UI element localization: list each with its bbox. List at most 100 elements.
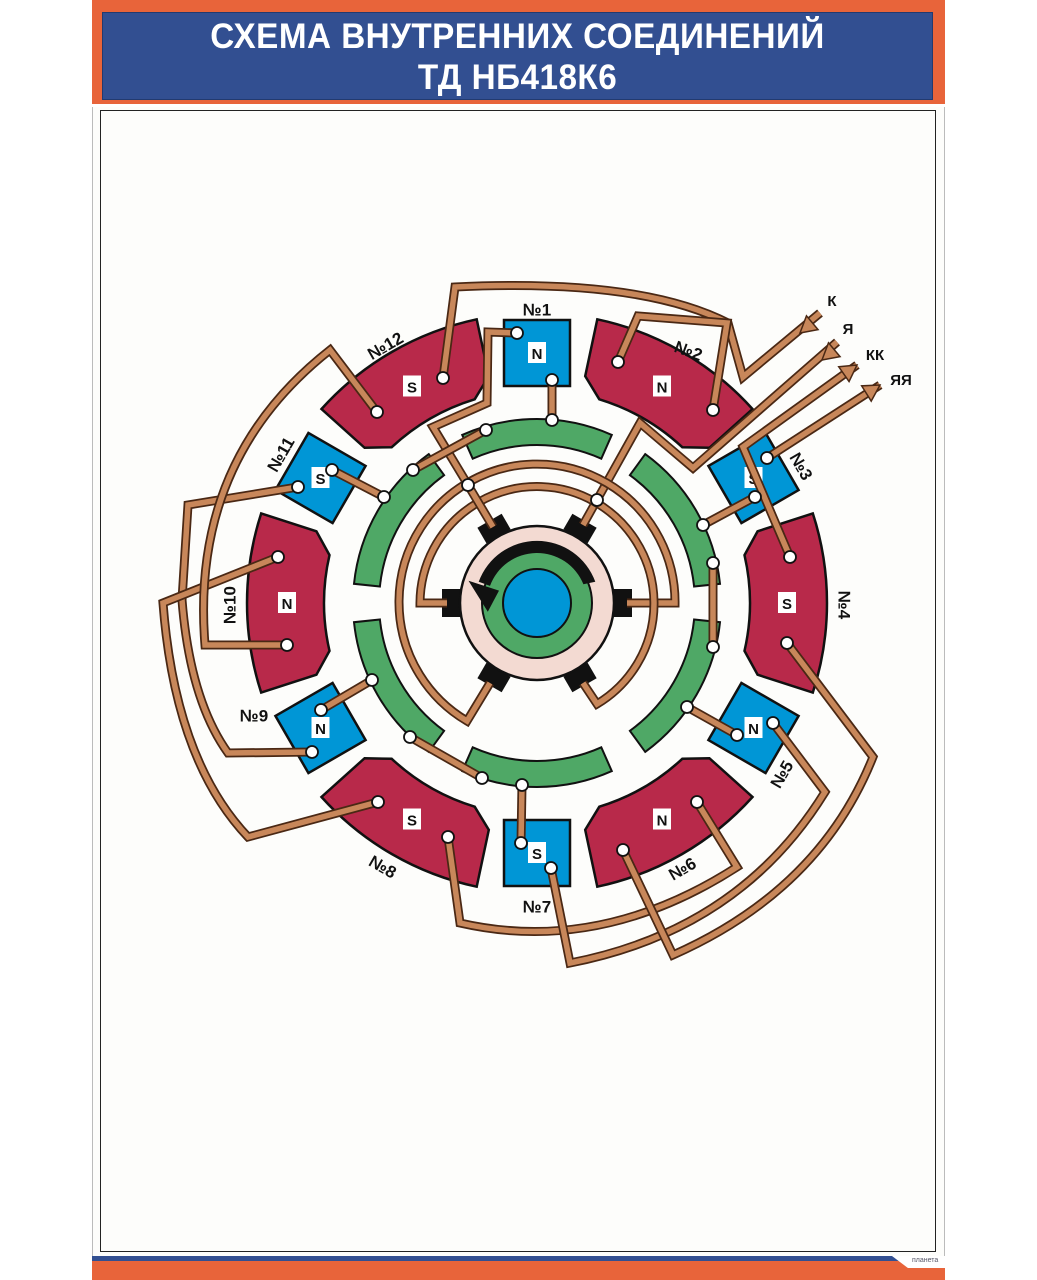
polarity-label: N — [315, 721, 326, 738]
terminal-dot — [280, 638, 294, 652]
pole-10: N — [245, 511, 331, 695]
terminal-dot — [706, 640, 720, 654]
terminal-dot — [305, 745, 319, 759]
terminal-3: КК — [837, 347, 885, 384]
title-line-1: СХЕМА ВНУТРЕННИХ СОЕДИНЕНИЙ — [210, 17, 825, 56]
terminal-dot — [590, 493, 604, 507]
rotation-arrow-icon — [478, 540, 596, 586]
compensating-winding-segment — [352, 452, 446, 588]
polarity-box — [778, 592, 796, 613]
terminal-label: ЯЯ — [890, 372, 912, 389]
brush — [442, 589, 460, 617]
bottom-blue-line — [92, 1256, 945, 1261]
pole-5: N — [706, 681, 801, 775]
polarity-box — [403, 808, 421, 830]
terminal-dot — [403, 730, 417, 744]
connecting-wire — [407, 733, 485, 782]
connecting-wire — [737, 361, 860, 559]
terminal-dots — [271, 326, 797, 875]
header-divider — [92, 104, 945, 107]
polarity-label: S — [407, 813, 417, 830]
terminal-2: Я — [820, 321, 854, 361]
terminal-dot — [515, 778, 529, 792]
terminal-arrow-icon — [837, 364, 859, 384]
compensating-winding-segment — [460, 745, 614, 788]
compensating-winding-segment — [460, 418, 614, 461]
pole-number-label: №7 — [523, 897, 551, 916]
connecting-wire — [546, 720, 831, 969]
connecting-wire — [516, 784, 527, 844]
compensating-winding-segment — [628, 452, 722, 588]
polarity-label: N — [657, 379, 668, 396]
terminal-arrow-icon — [820, 341, 842, 361]
terminal-dot — [325, 463, 339, 477]
polarity-box — [653, 808, 671, 830]
brush — [563, 513, 597, 544]
polarity-label: N — [748, 721, 759, 738]
connecting-wire — [199, 343, 381, 650]
brush — [563, 662, 597, 693]
polarity-box — [278, 592, 296, 613]
terminal-dot — [783, 550, 797, 564]
terminal-dot — [780, 636, 794, 650]
poster-header: СХЕМА ВНУТРЕННИХ СОЕДИНЕНИЙ ТД НБ418К6 — [102, 12, 933, 100]
terminal-dot — [406, 463, 420, 477]
brush — [477, 513, 511, 544]
polarity-label: S — [532, 846, 542, 863]
wires — [158, 281, 883, 969]
terminal-arrow-icon — [860, 384, 882, 403]
terminal-dot — [545, 373, 559, 387]
publisher-logo: планета — [912, 1257, 939, 1264]
terminal-dot — [544, 861, 558, 875]
output-terminals: КЯ КК ЯЯ — [798, 293, 912, 403]
pole-11: S — [273, 431, 368, 525]
connecting-wire — [410, 426, 489, 474]
polarity-label: N — [657, 813, 668, 830]
commutator — [442, 513, 632, 693]
polarity-label: N — [282, 596, 293, 613]
terminal-dot — [706, 403, 720, 417]
terminal-dot — [291, 480, 305, 494]
terminal-dot — [370, 405, 384, 419]
connecting-wire — [329, 466, 387, 501]
polarity-label: S — [782, 596, 792, 613]
terminal-dot — [730, 728, 744, 742]
terminal-dot — [314, 703, 328, 717]
terminal-dot — [766, 716, 780, 730]
terminal-dot — [371, 795, 385, 809]
connecting-wire — [158, 552, 380, 843]
brush — [614, 589, 632, 617]
terminal-dot — [475, 771, 489, 785]
terminal-1: К — [798, 293, 837, 334]
compensating-winding-segment — [628, 618, 722, 754]
polarity-box — [744, 717, 763, 738]
polarity-box — [403, 375, 421, 397]
terminal-dot — [271, 550, 285, 564]
terminal-4: ЯЯ — [860, 372, 912, 403]
terminal-label: Я — [843, 321, 854, 338]
pole-1: N — [502, 318, 572, 388]
terminal-dot — [760, 451, 774, 465]
terminal-dot — [690, 795, 704, 809]
polarity-box — [528, 342, 546, 363]
rotation-arrowhead-icon — [468, 580, 499, 612]
polarity-label: S — [407, 379, 417, 396]
connecting-wire — [618, 640, 879, 961]
connecting-wire — [443, 799, 744, 937]
title-line-2: ТД НБ418К6 — [417, 58, 618, 97]
terminal-dot — [514, 836, 528, 850]
connecting-wire — [318, 676, 375, 714]
terminal-dot — [696, 518, 710, 532]
terminal-dot — [436, 371, 450, 385]
bottom-accent-band — [92, 1261, 945, 1280]
pole-number-label: №10 — [220, 586, 239, 624]
brush — [477, 662, 511, 693]
terminal-dot — [616, 843, 630, 857]
pole-number-label: №9 — [240, 706, 268, 725]
connecting-wire — [426, 327, 518, 530]
terminal-arrow-icon — [798, 314, 820, 334]
terminal-label: КК — [866, 347, 885, 364]
pole-7: S — [502, 818, 572, 888]
terminal-dot — [680, 700, 694, 714]
